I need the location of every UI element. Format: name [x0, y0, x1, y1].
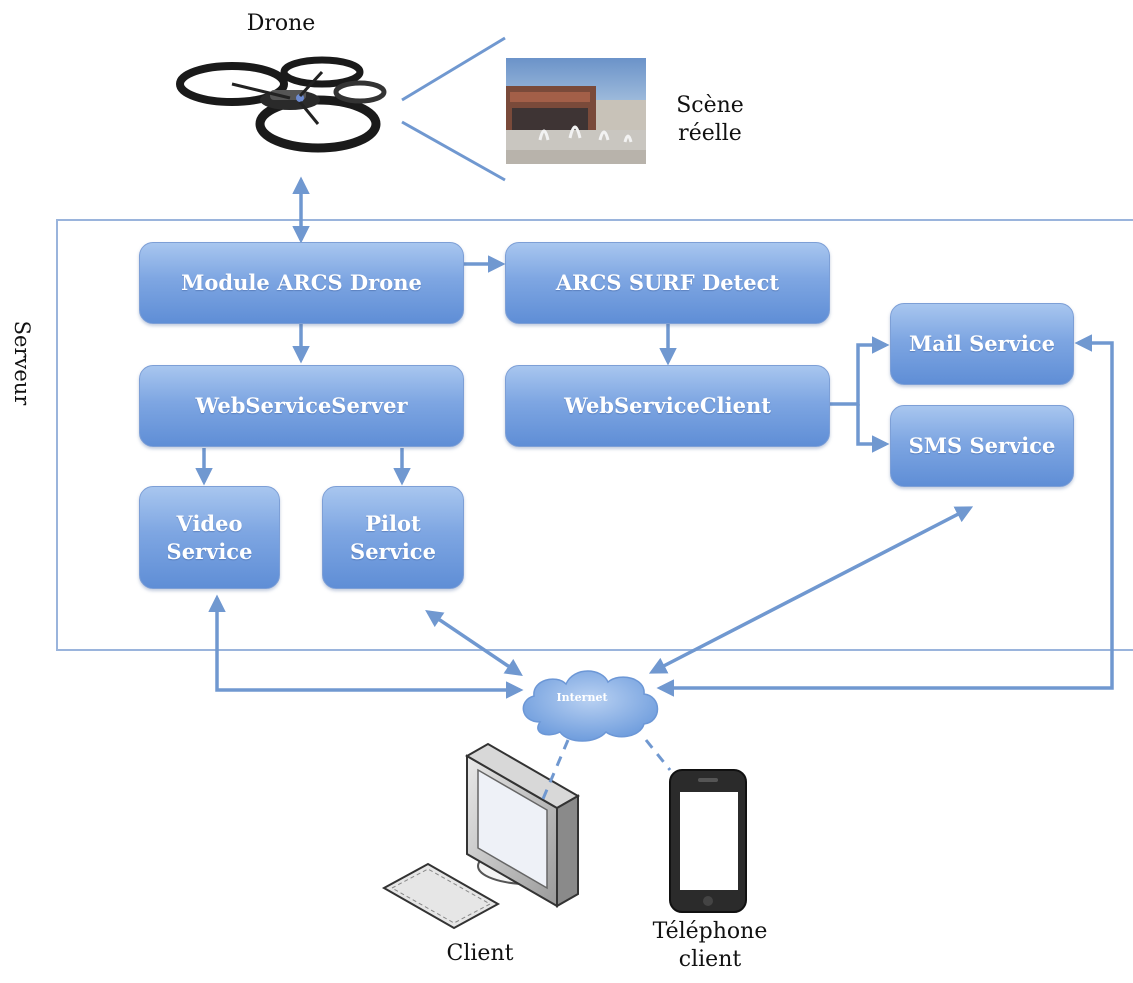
- smartphone-icon: [669, 769, 747, 913]
- video-service-box[interactable]: Video Service: [139, 486, 280, 589]
- arrow-sms-internet: [648, 506, 974, 674]
- client-label: Client: [446, 941, 514, 966]
- internet-label: Internet: [556, 691, 608, 704]
- desktop-computer-icon: [381, 742, 581, 930]
- arrow-wsc-mail: [830, 336, 890, 406]
- arrow-wsc-sms: [856, 404, 890, 453]
- link-cloud-client: [538, 739, 570, 807]
- arrow-pilot-internet: [425, 610, 523, 676]
- mail-service-box[interactable]: Mail Service: [890, 303, 1074, 385]
- internet-cloud-icon: [522, 670, 659, 742]
- arrow-video-internet: [208, 594, 524, 699]
- server-label: Serveur: [10, 320, 34, 406]
- link-cloud-phone: [644, 739, 672, 771]
- arrow-mail-internet: [656, 334, 1114, 697]
- web-service-client-box[interactable]: WebServiceClient: [505, 365, 830, 447]
- phone-label: Téléphone client: [652, 919, 768, 972]
- quadcopter-drone-icon: [176, 56, 387, 153]
- arcs-surf-detect-box[interactable]: ARCS SURF Detect: [505, 242, 830, 324]
- view-line-bottom: [401, 120, 506, 182]
- web-service-server-box[interactable]: WebServiceServer: [139, 365, 464, 447]
- server-frame: [56, 219, 1133, 651]
- module-arcs-drone-box[interactable]: Module ARCS Drone: [139, 242, 464, 324]
- drone-label: Drone: [246, 11, 316, 36]
- scene-label: Scène réelle: [676, 93, 744, 146]
- sms-service-box[interactable]: SMS Service: [890, 405, 1074, 487]
- pilot-service-box[interactable]: Pilot Service: [322, 486, 464, 589]
- view-line-top: [401, 36, 506, 102]
- real-scene-photo: [506, 58, 646, 164]
